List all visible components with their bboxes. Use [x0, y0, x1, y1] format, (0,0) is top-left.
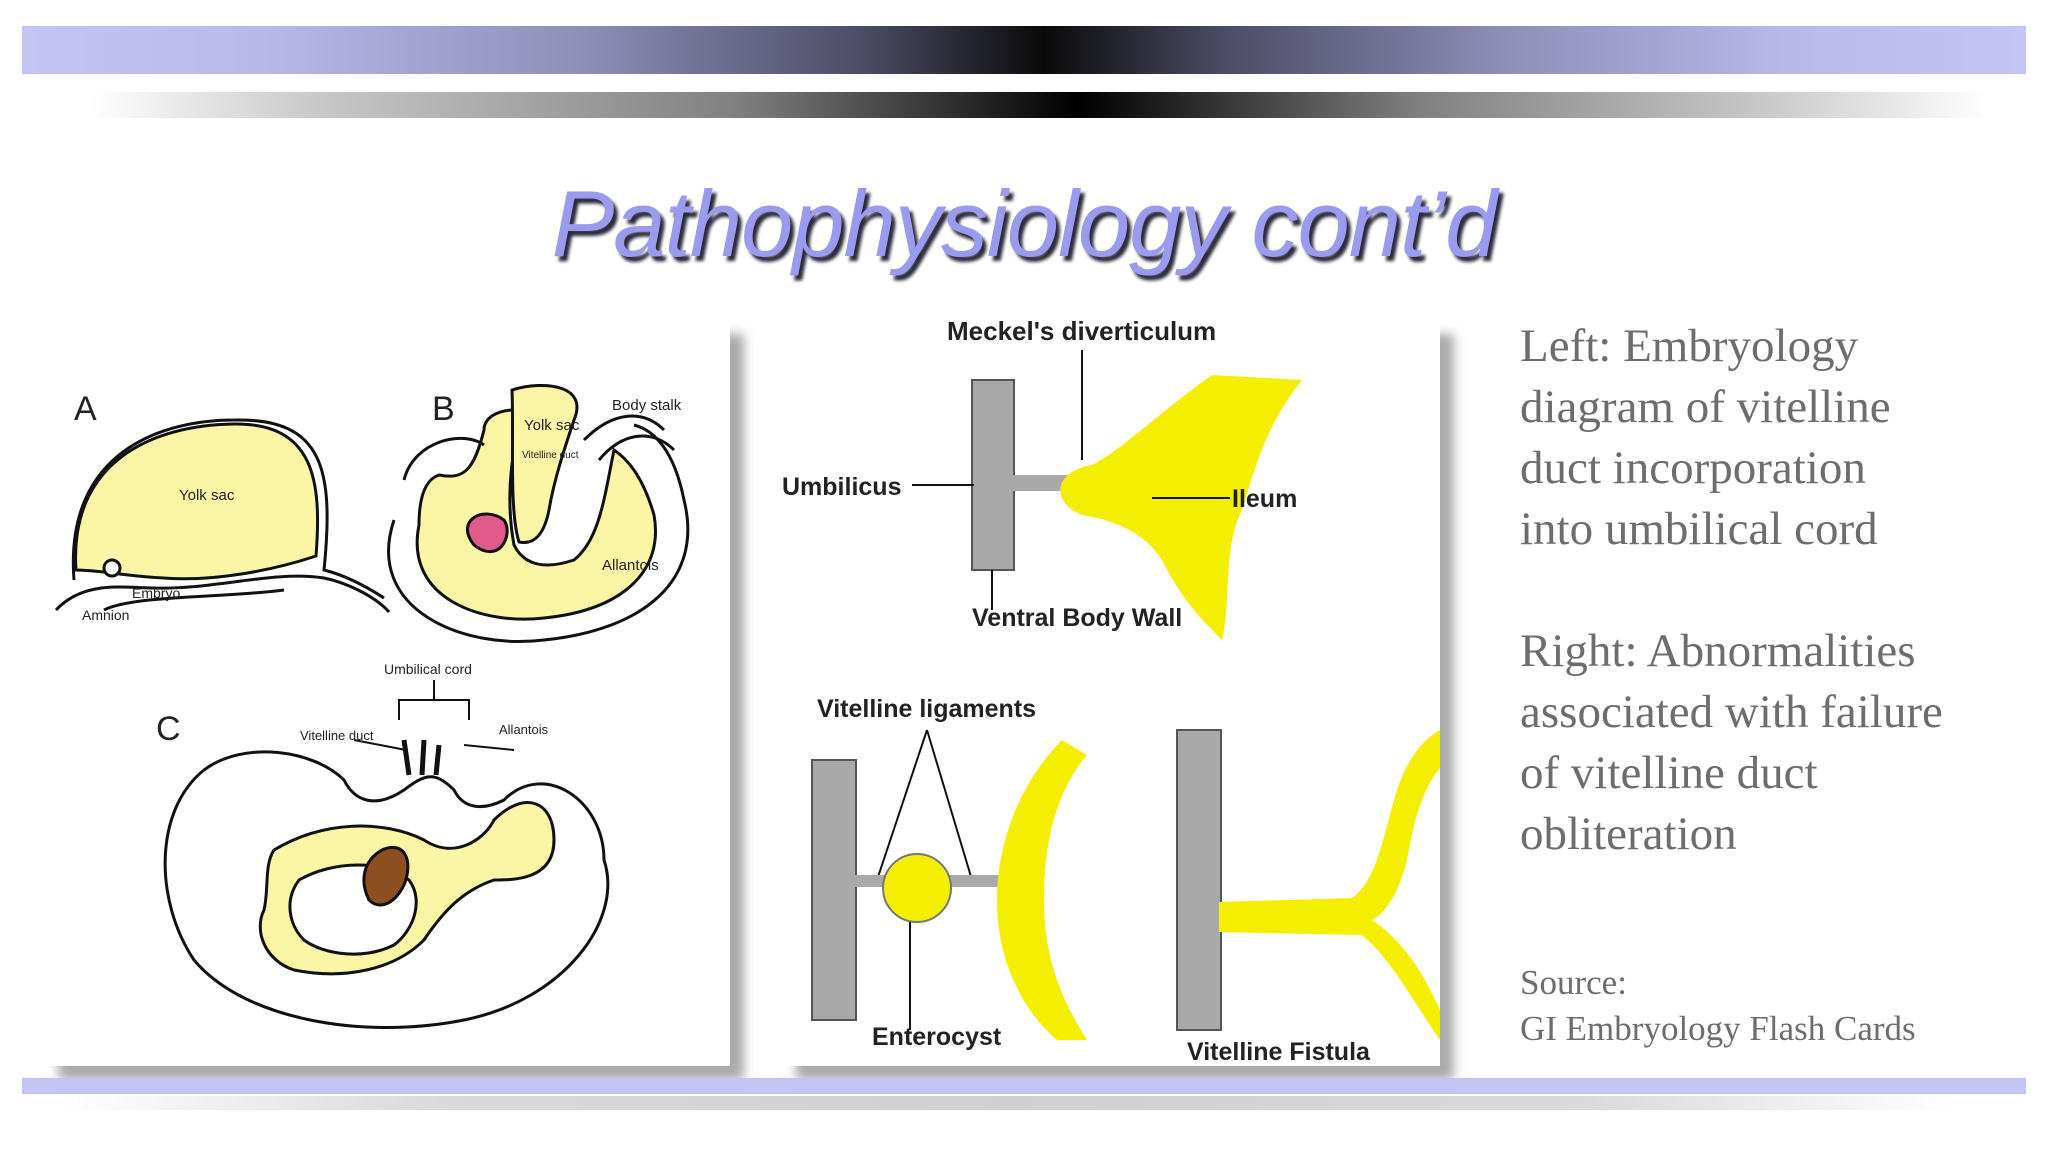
bottom-bar — [22, 1078, 2026, 1094]
top-gradient-bar-shadow — [90, 92, 1990, 118]
panel-b-embryo — [466, 512, 509, 554]
panel-c-embryo — [362, 846, 410, 907]
caption-right-line-3: of vitelline duct — [1520, 747, 1818, 799]
enterocyst-label: Enterocyst — [872, 1023, 1002, 1051]
panel-a-letter: A — [74, 390, 97, 428]
panel-b-yolk-sac-label: Yolk sac — [524, 417, 580, 434]
panel-a-embryo-label: Embryo — [132, 585, 180, 601]
slide-title: Pathophysiology cont’d — [551, 171, 1498, 276]
source-block: Source: GI Embryology Flash Cards — [1520, 960, 2030, 1052]
panel-a-yolk-sac-label: Yolk sac — [179, 487, 235, 504]
caption-left-line-2: diagram of vitelline — [1520, 381, 1891, 433]
umbilicus-wall-left — [811, 759, 857, 1021]
ileum-top — [1060, 375, 1302, 640]
panel-b-vitelline-duct-label: Vitelline duct — [522, 450, 579, 461]
panel-b-letter: B — [432, 390, 455, 428]
caption-right-line-2: associated with failure — [1520, 686, 1943, 738]
vitelline-abnormalities-diagram: Meckel's diverticulum Umbilicus Ileum Ve… — [782, 320, 1440, 1066]
panel-a-amnion-line — [54, 574, 391, 614]
caption-left-line-1: Left: Embryology — [1520, 320, 1859, 372]
panel-c-cord-stubs — [401, 739, 442, 776]
bottom-bar-shadow — [60, 1096, 1960, 1110]
ileum-label: Ileum — [1232, 485, 1297, 513]
meckels-label: Meckel's diverticulum — [947, 320, 1216, 346]
ileum-bottom-left — [997, 740, 1087, 1040]
panel-c-umbilical-cord-label: Umbilical cord — [384, 661, 472, 677]
umbilicus-label: Umbilicus — [782, 473, 901, 501]
panel-c-vitelline-duct-label: Vitelline duct — [300, 728, 374, 743]
source-text: GI Embryology Flash Cards — [1520, 1009, 1916, 1048]
umbilicus-wall-top — [971, 379, 1015, 571]
vitelline-ligaments-label: Vitelline ligaments — [817, 695, 1036, 723]
caption-text: Left: Embryology diagram of vitelline du… — [1520, 316, 2030, 865]
panel-a-outer-outline — [71, 418, 385, 600]
caption-gap — [1520, 560, 2030, 621]
caption-left-line-3: duct incorporation — [1520, 442, 1866, 494]
source-label: Source: — [1520, 963, 1627, 1002]
vitelline-fistula-label: Vitelline Fistula — [1187, 1038, 1371, 1066]
panel-b-outer-outline — [387, 423, 690, 643]
panel-c-leader-lines — [353, 739, 515, 751]
panel-a-embryo-outline — [103, 588, 285, 612]
panel-b-body-stalk — [402, 414, 676, 481]
umbilicus-stalk-top — [1010, 475, 1070, 491]
caption-right-line-4: obliteration — [1520, 808, 1737, 860]
embryology-diagram: A Yolk sac Embryo Amnion B Yolk sac Vite… — [54, 383, 690, 1029]
panel-c-cord-bracket — [398, 680, 470, 720]
embryology-diagram-panel: A Yolk sac Embryo Amnion B Yolk sac Vite… — [44, 320, 730, 1066]
enterocyst — [882, 853, 952, 923]
panel-b-upper-sac — [510, 383, 579, 545]
panel-a-amnion-label: Amnion — [82, 607, 129, 623]
umbilicus-wall-right — [1176, 729, 1222, 1031]
vitelline-abnormalities-panel: Meckel's diverticulum Umbilicus Ileum Ve… — [782, 320, 1440, 1066]
top-gradient-bar — [22, 26, 2026, 74]
panel-a-embryo-dot — [102, 558, 122, 578]
panel-b-allantois-label: Allantois — [602, 557, 659, 574]
caption-left-line-4: into umbilical cord — [1520, 503, 1878, 555]
panel-b-body-stalk-label: Body stalk — [612, 397, 682, 414]
vitelline-fistula-gut — [1219, 730, 1440, 1040]
vitelline-ligaments-leaders — [876, 729, 973, 881]
caption-right-line-1: Right: Abnormalities — [1520, 625, 1916, 677]
panel-a-yolk-sac — [74, 422, 320, 581]
panel-c-allantois-label: Allantois — [499, 722, 549, 737]
panel-c-letter: C — [156, 710, 181, 748]
ventral-body-wall-label: Ventral Body Wall — [972, 604, 1182, 632]
